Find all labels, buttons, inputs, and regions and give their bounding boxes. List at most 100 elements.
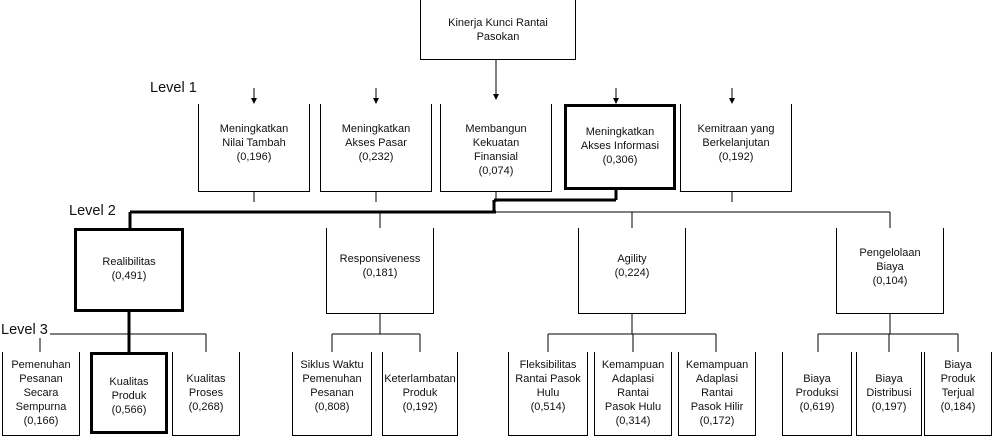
level-2-label: Level 2 xyxy=(69,203,118,219)
level3-node-line: Proses xyxy=(188,387,224,399)
level3-node-line: Pemenuhan xyxy=(302,373,362,385)
level2-node-line: Realibilitas xyxy=(102,256,156,268)
level1-node-line: (0,192) xyxy=(718,151,754,163)
level3-node-line: Adaplasi xyxy=(695,373,739,385)
level3-node-line: Biaya xyxy=(944,359,972,371)
level1-node-line: (0,074) xyxy=(478,165,514,177)
level1-node-line: Membangun xyxy=(465,123,527,135)
root-node-line: Kinerja Kunci Rantai xyxy=(448,17,548,29)
level3-node-line: Kemampuan xyxy=(685,359,749,371)
level3-node-line: (0,197) xyxy=(871,401,907,413)
level3-node-line: Rantai xyxy=(701,387,733,399)
arrow-head xyxy=(493,94,499,100)
level1-node-line: Finansial xyxy=(473,151,519,163)
level3-node-line: Rantai Pasok xyxy=(515,373,581,385)
level3-node-line: Kemampuan xyxy=(601,359,665,371)
level3-node-line: (0,566) xyxy=(111,404,147,416)
level3-node-line: Siklus Waktu xyxy=(300,359,364,371)
level3-node-line: Rantai xyxy=(617,387,649,399)
level3-node-line: Fleksibilitas xyxy=(519,359,577,371)
level3-node-line: Adaplasi xyxy=(611,373,655,385)
level2-node-line: (0,224) xyxy=(614,267,650,279)
level3-node-line: Produksi xyxy=(795,387,839,399)
level2-node: Agility (0,224) xyxy=(578,228,686,314)
level3-node-line: Produk xyxy=(402,387,438,399)
level-1-label: Level 1 xyxy=(150,80,199,96)
level3-node-line: Produk xyxy=(940,373,976,385)
level1-node-line: Kemitraan yang xyxy=(697,123,775,135)
level2-node: Realibilitas (0,491) xyxy=(74,228,184,312)
level3-node-line: (0,808) xyxy=(314,401,350,413)
arrow-head xyxy=(373,98,379,104)
level3-node-line: Secara xyxy=(23,387,59,399)
level3-node-line: Pasok Hulu xyxy=(604,401,662,413)
level3-node-line: Produk xyxy=(111,390,147,402)
level1-node-line: Nilai Tambah xyxy=(222,137,286,149)
level2-node-line: Pengelolaan xyxy=(859,247,921,259)
level1-node-line: (0,306) xyxy=(602,154,638,166)
level3-node-line: Sempurna xyxy=(15,401,67,413)
level1-node-line: Meningkatkan xyxy=(219,123,289,135)
level3-node-line: (0,314) xyxy=(615,415,651,427)
arrow-head xyxy=(729,98,735,104)
level1-node-line: Meningkatkan xyxy=(585,126,655,138)
level-3-label: Level 3 xyxy=(1,322,50,338)
level1-node-line: Akses Pasar xyxy=(345,137,407,149)
level3-node-line: Kualitas xyxy=(186,373,226,385)
arrow-head xyxy=(251,98,257,104)
level3-node-line: Biaya xyxy=(875,373,903,385)
level3-node-line: Hulu xyxy=(536,387,560,399)
level3-node-line: Pesanan xyxy=(19,373,63,385)
level3-node-line: Terjual xyxy=(941,387,975,399)
level3-node-line: (0,172) xyxy=(699,415,735,427)
level3-node-line: Keterlambatan xyxy=(384,373,456,385)
level2-node-line: (0,181) xyxy=(362,267,398,279)
level2-node: Responsiveness (0,181) xyxy=(326,228,434,314)
level1-node-line: Berkelanjutan xyxy=(702,137,770,149)
level2-node-line: Responsiveness xyxy=(339,253,421,265)
level3-node-line: Pasok Hilir xyxy=(690,401,744,413)
level1-node-line: Kekuatan xyxy=(472,137,520,149)
level2-node-line: Agility xyxy=(617,253,647,265)
arrow-head xyxy=(613,98,619,104)
level2-node-line: Biaya xyxy=(876,261,904,273)
level3-node-line: (0,268) xyxy=(188,401,224,413)
level3-node-line: Distribusi xyxy=(866,387,912,399)
level3-node-line: Biaya xyxy=(803,373,831,385)
level3-node-line: Kualitas xyxy=(109,376,149,388)
level3-node-line: (0,192) xyxy=(402,401,438,413)
level1-node-line: (0,196) xyxy=(236,151,272,163)
level1-node-line: (0,232) xyxy=(358,151,394,163)
level1-node-line: Meningkatkan xyxy=(341,123,411,135)
level2-node-line: (0,491) xyxy=(111,270,147,282)
level3-node-line: Pemenuhan xyxy=(11,359,71,371)
level3-node-line: (0,184) xyxy=(940,401,976,413)
level3-node-line: (0,166) xyxy=(23,415,59,427)
level1-node-line: Akses Informasi xyxy=(580,140,660,152)
level3-node-line: (0,619) xyxy=(799,401,835,413)
level2-node-line: (0,104) xyxy=(872,275,908,287)
level3-node-line: (0,514) xyxy=(530,401,566,413)
root-node-line: Pasokan xyxy=(476,31,520,43)
level3-node-line: Pesanan xyxy=(310,387,354,399)
